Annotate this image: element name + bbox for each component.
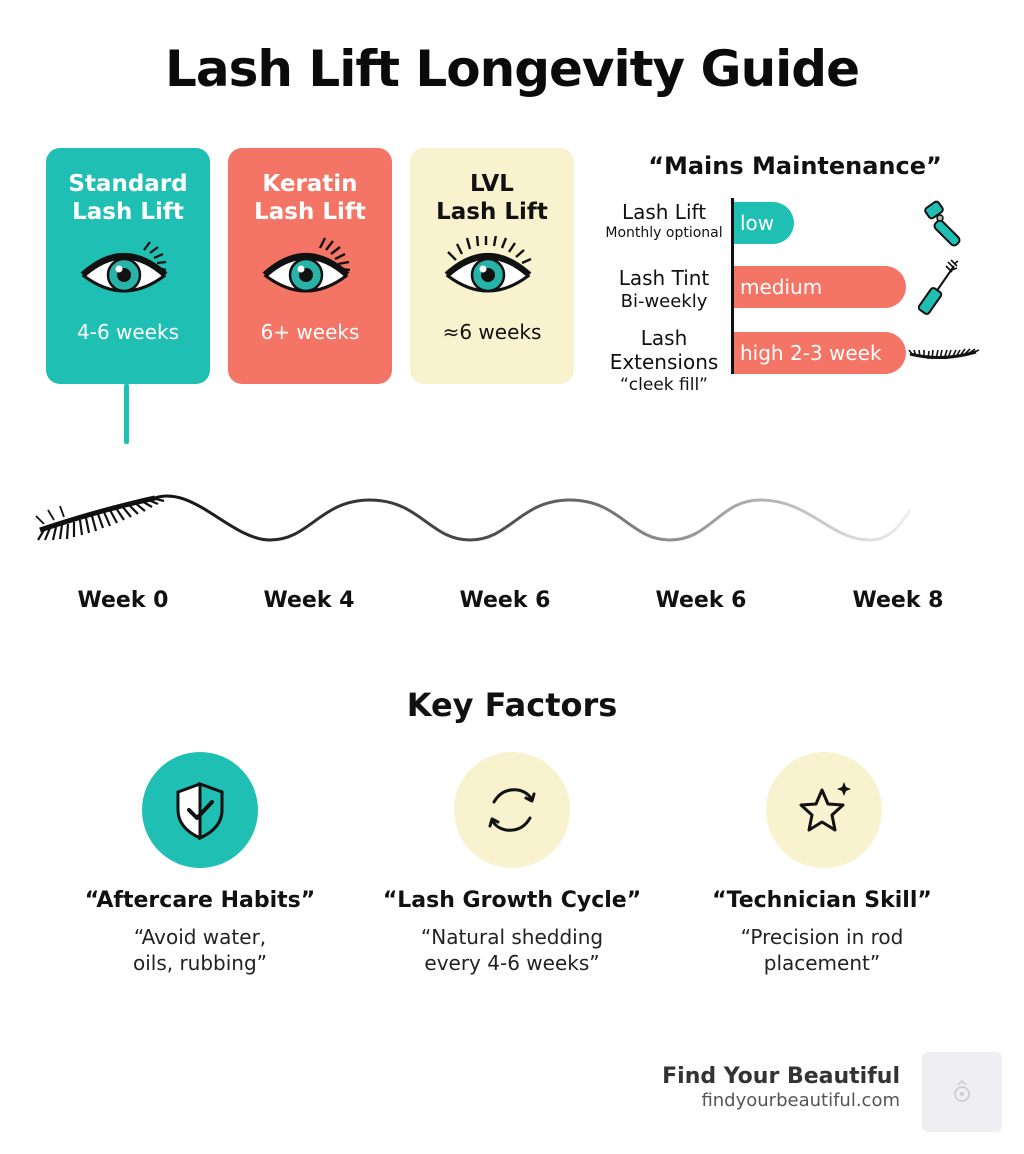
week-label: Week 6	[655, 588, 747, 613]
factor-name: “Aftercare Habits”	[84, 888, 316, 913]
card-title: LVL Lash Lift	[436, 171, 548, 225]
star-sparkle-icon	[799, 782, 851, 832]
technician-skill-icon-circle	[766, 752, 882, 868]
eyelash-icon	[35, 495, 165, 541]
factor-description: “Precision in rod placement”	[740, 925, 904, 975]
maintenance-label-lash-lift: Lash Lift Monthly optional	[605, 200, 723, 241]
brand-url[interactable]: findyourbeautiful.com	[701, 1090, 900, 1111]
mascara-wand-icon	[918, 259, 959, 315]
factor-description: “Avoid water, oils, rubbing”	[132, 925, 268, 975]
timeline-wave	[35, 494, 912, 542]
maintenance-bar-medium: medium	[734, 266, 906, 308]
lash-curler-icon	[924, 200, 961, 247]
card-standard-lash-lift: Standard Lash Lift 4-6 weeks	[46, 148, 210, 384]
eye-icon	[262, 237, 351, 293]
card-title: Standard Lash Lift	[68, 171, 188, 225]
maintenance-label-lash-tint: Lash Tint Bi-weekly	[618, 266, 710, 312]
factor-name: “Technician Skill”	[712, 888, 932, 913]
week-label: Week 6	[459, 588, 551, 613]
maintenance-axis	[731, 198, 734, 374]
maintenance-label-lash-extensions: Lash Extensions “cleek fill”	[609, 326, 719, 395]
page-title: Lash Lift Longevity Guide	[164, 40, 860, 98]
card-title: Keratin Lash Lift	[254, 171, 366, 225]
brand-logo	[922, 1052, 1002, 1132]
maintenance-bar-high: high 2-3 week	[734, 332, 906, 374]
timeline-pin	[124, 384, 129, 444]
shield-check-icon	[176, 781, 224, 840]
factor-description: “Natural shedding every 4-6 weeks”	[420, 925, 604, 975]
false-lash-icon	[908, 348, 980, 360]
growth-cycle-icon-circle	[454, 752, 570, 868]
factor-name: “Lash Growth Cycle”	[382, 888, 642, 913]
card-duration: 6+ weeks	[260, 320, 360, 344]
brand-name: Find Your Beautiful	[662, 1064, 900, 1089]
maintenance-title: “Mains Maintenance”	[648, 152, 942, 180]
key-factors-title: Key Factors	[406, 686, 618, 724]
week-label: Week 8	[852, 588, 944, 613]
aftercare-icon-circle	[142, 752, 258, 868]
card-duration: 4-6 weeks	[77, 320, 179, 344]
cycle-arrows-icon	[488, 788, 536, 832]
eye-icon	[80, 241, 168, 293]
card-keratin-lash-lift: Keratin Lash Lift 6+ weeks	[228, 148, 392, 384]
week-label: Week 0	[77, 588, 169, 613]
maintenance-bar-low: low	[734, 202, 794, 244]
week-label: Week 4	[263, 588, 355, 613]
card-lvl-lash-lift: LVL Lash Lift ≈6 weeks	[410, 148, 574, 384]
logo-icon	[954, 1079, 970, 1102]
eye-icon	[444, 236, 532, 293]
card-duration: ≈6 weeks	[442, 320, 542, 344]
